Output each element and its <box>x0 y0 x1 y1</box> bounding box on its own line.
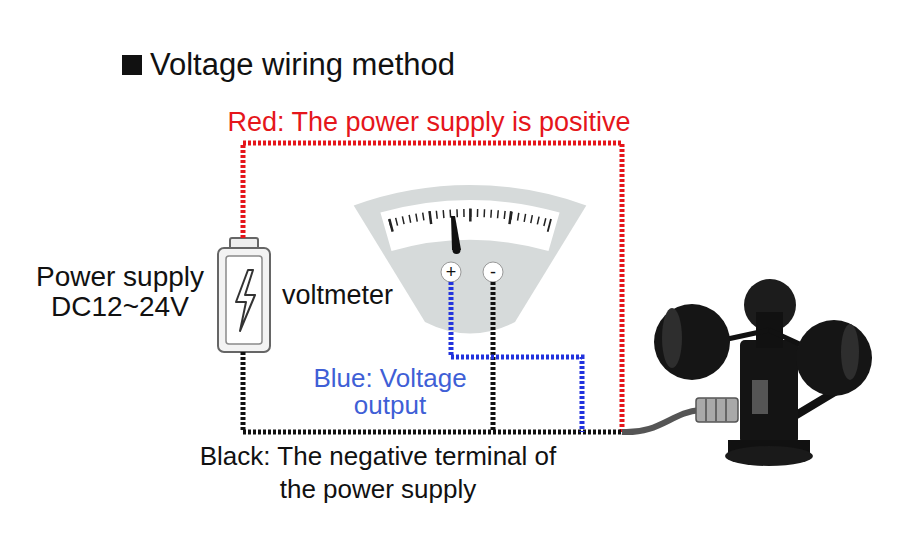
sensor-cable <box>622 410 700 432</box>
cable-connector <box>696 398 738 422</box>
terminal-sign: - <box>483 261 503 283</box>
voltmeter-body <box>354 185 587 334</box>
needle-pivot <box>453 246 461 254</box>
connector-ridge <box>715 398 717 422</box>
red-wire <box>243 143 622 432</box>
cup-rim <box>841 324 859 380</box>
power-supply-label: Power supply DC12~24V <box>30 262 210 322</box>
wire-label: Blue: Voltage output <box>305 365 475 419</box>
negative-terminal <box>483 262 503 282</box>
voltmeter-needle <box>451 216 461 250</box>
battery-body <box>218 248 270 352</box>
cup-rim <box>662 308 682 368</box>
voltmeter-label: voltmeter <box>282 280 398 310</box>
diagram-title: Voltage wiring method <box>150 46 455 84</box>
voltmeter-dial-face <box>380 200 559 251</box>
blue-wire <box>451 282 582 432</box>
wire-label: Red: The power supply is positive <box>219 106 639 138</box>
sensor-sticker <box>752 380 768 414</box>
battery-inner <box>226 256 262 344</box>
black-wire <box>243 352 624 432</box>
connector-ridge <box>705 398 707 422</box>
anemometer-cup <box>654 304 730 380</box>
dial-major-ticks <box>390 215 550 226</box>
anemometer-cup <box>796 320 872 396</box>
lightning-symbol <box>236 270 255 331</box>
positive-terminal <box>441 262 461 282</box>
terminal-sign: + <box>441 261 461 283</box>
sensor-flange <box>725 446 813 466</box>
title-bullet <box>122 55 142 75</box>
wire-label: Black: The negative terminal of the powe… <box>188 440 568 506</box>
sensor-body <box>740 340 798 444</box>
connector-ridge <box>725 398 727 422</box>
